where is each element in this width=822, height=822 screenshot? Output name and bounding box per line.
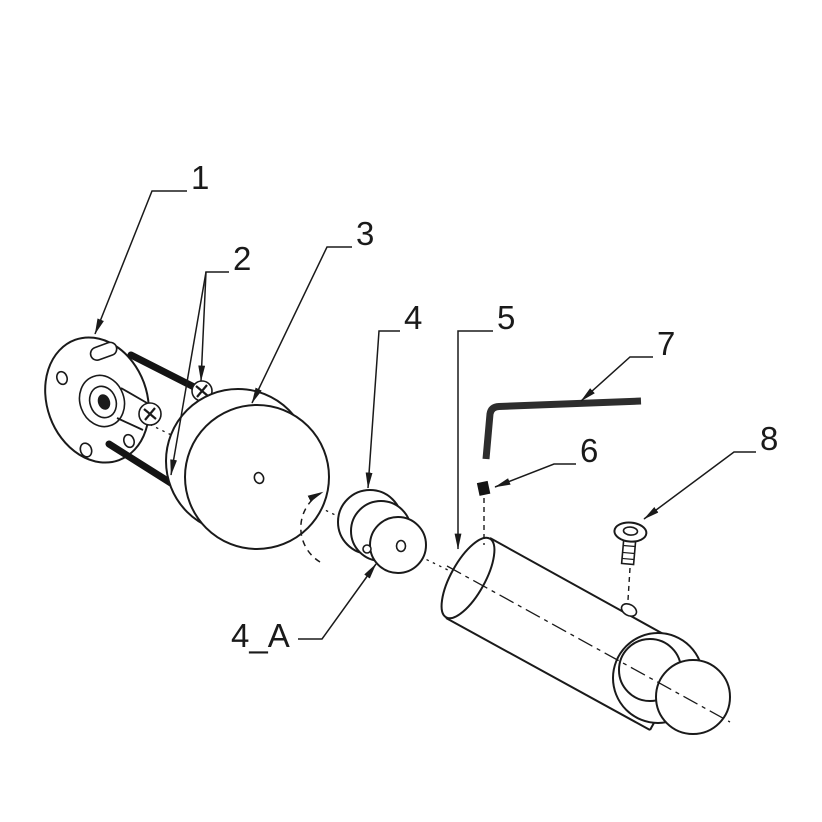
callout-label-5: 5: [497, 299, 515, 336]
leader-3: [251, 246, 352, 404]
flange-top-slot: [89, 341, 118, 361]
part-2-mounting-screws: [105, 351, 213, 489]
leader-8: [643, 451, 756, 520]
screw-shaft-lower: [105, 440, 178, 489]
hex-key-shape: [482, 397, 642, 460]
leader-4: [365, 330, 400, 489]
flange-bore-dark: [97, 394, 111, 410]
part-4-adapter: [337, 489, 427, 574]
tube-end-cap: [655, 659, 731, 735]
leader-2b: [170, 271, 207, 476]
part-5-tube-body: [440, 536, 731, 735]
tube-bottom-edge: [445, 617, 651, 731]
part-8-button-screw: [613, 521, 648, 601]
part-1-wall-flange: [44, 336, 150, 464]
callout-label-4a: 4_A: [231, 617, 290, 654]
part-7-hex-key: [482, 397, 642, 460]
tube-screw-hole: [620, 603, 638, 617]
flange-hole-left: [56, 370, 68, 386]
callout-label-7: 7: [657, 325, 675, 362]
tube-centerline: [446, 565, 731, 723]
flange-hole-right: [123, 433, 135, 449]
leader-1: [94, 190, 187, 335]
screw-shaft-upper: [127, 351, 200, 392]
adapter-center-hole: [395, 539, 407, 553]
callout-label-2: 2: [233, 240, 251, 277]
part-3-cover-disc: [165, 388, 330, 550]
thread-line: [622, 557, 635, 561]
callout-label-3: 3: [356, 215, 374, 252]
phillips-cross-line: [144, 407, 156, 421]
flange-stud-bottom-line: [116, 417, 144, 431]
adapter-side-hole: [362, 544, 372, 554]
callout-label-4: 4: [404, 299, 422, 336]
phillips-cross-line: [196, 384, 208, 398]
leader-6: [494, 463, 576, 488]
disc-center-hole: [253, 471, 265, 485]
callout-leaders: [94, 190, 756, 640]
thread-line: [623, 544, 636, 548]
callout-labels: 1 2 3 4 5 6 7 8 4_A: [191, 159, 778, 654]
leader-5: [454, 330, 493, 550]
thread-line: [622, 551, 635, 555]
leader-2a: [198, 271, 229, 382]
flange-hole-bottom: [79, 442, 93, 458]
button-screw-socket: [622, 526, 639, 536]
flange-stud-top-line: [120, 387, 148, 404]
callout-label-1: 1: [191, 159, 209, 196]
part-6-set-screw: [476, 480, 491, 545]
leader-4a: [298, 563, 377, 640]
callout-label-6: 6: [580, 432, 598, 469]
button-screw-axis-dashed: [627, 567, 631, 601]
set-screw-body: [476, 480, 491, 496]
button-screw-group: [613, 521, 648, 566]
callout-label-8: 8: [760, 420, 778, 457]
leader-7: [580, 356, 653, 402]
